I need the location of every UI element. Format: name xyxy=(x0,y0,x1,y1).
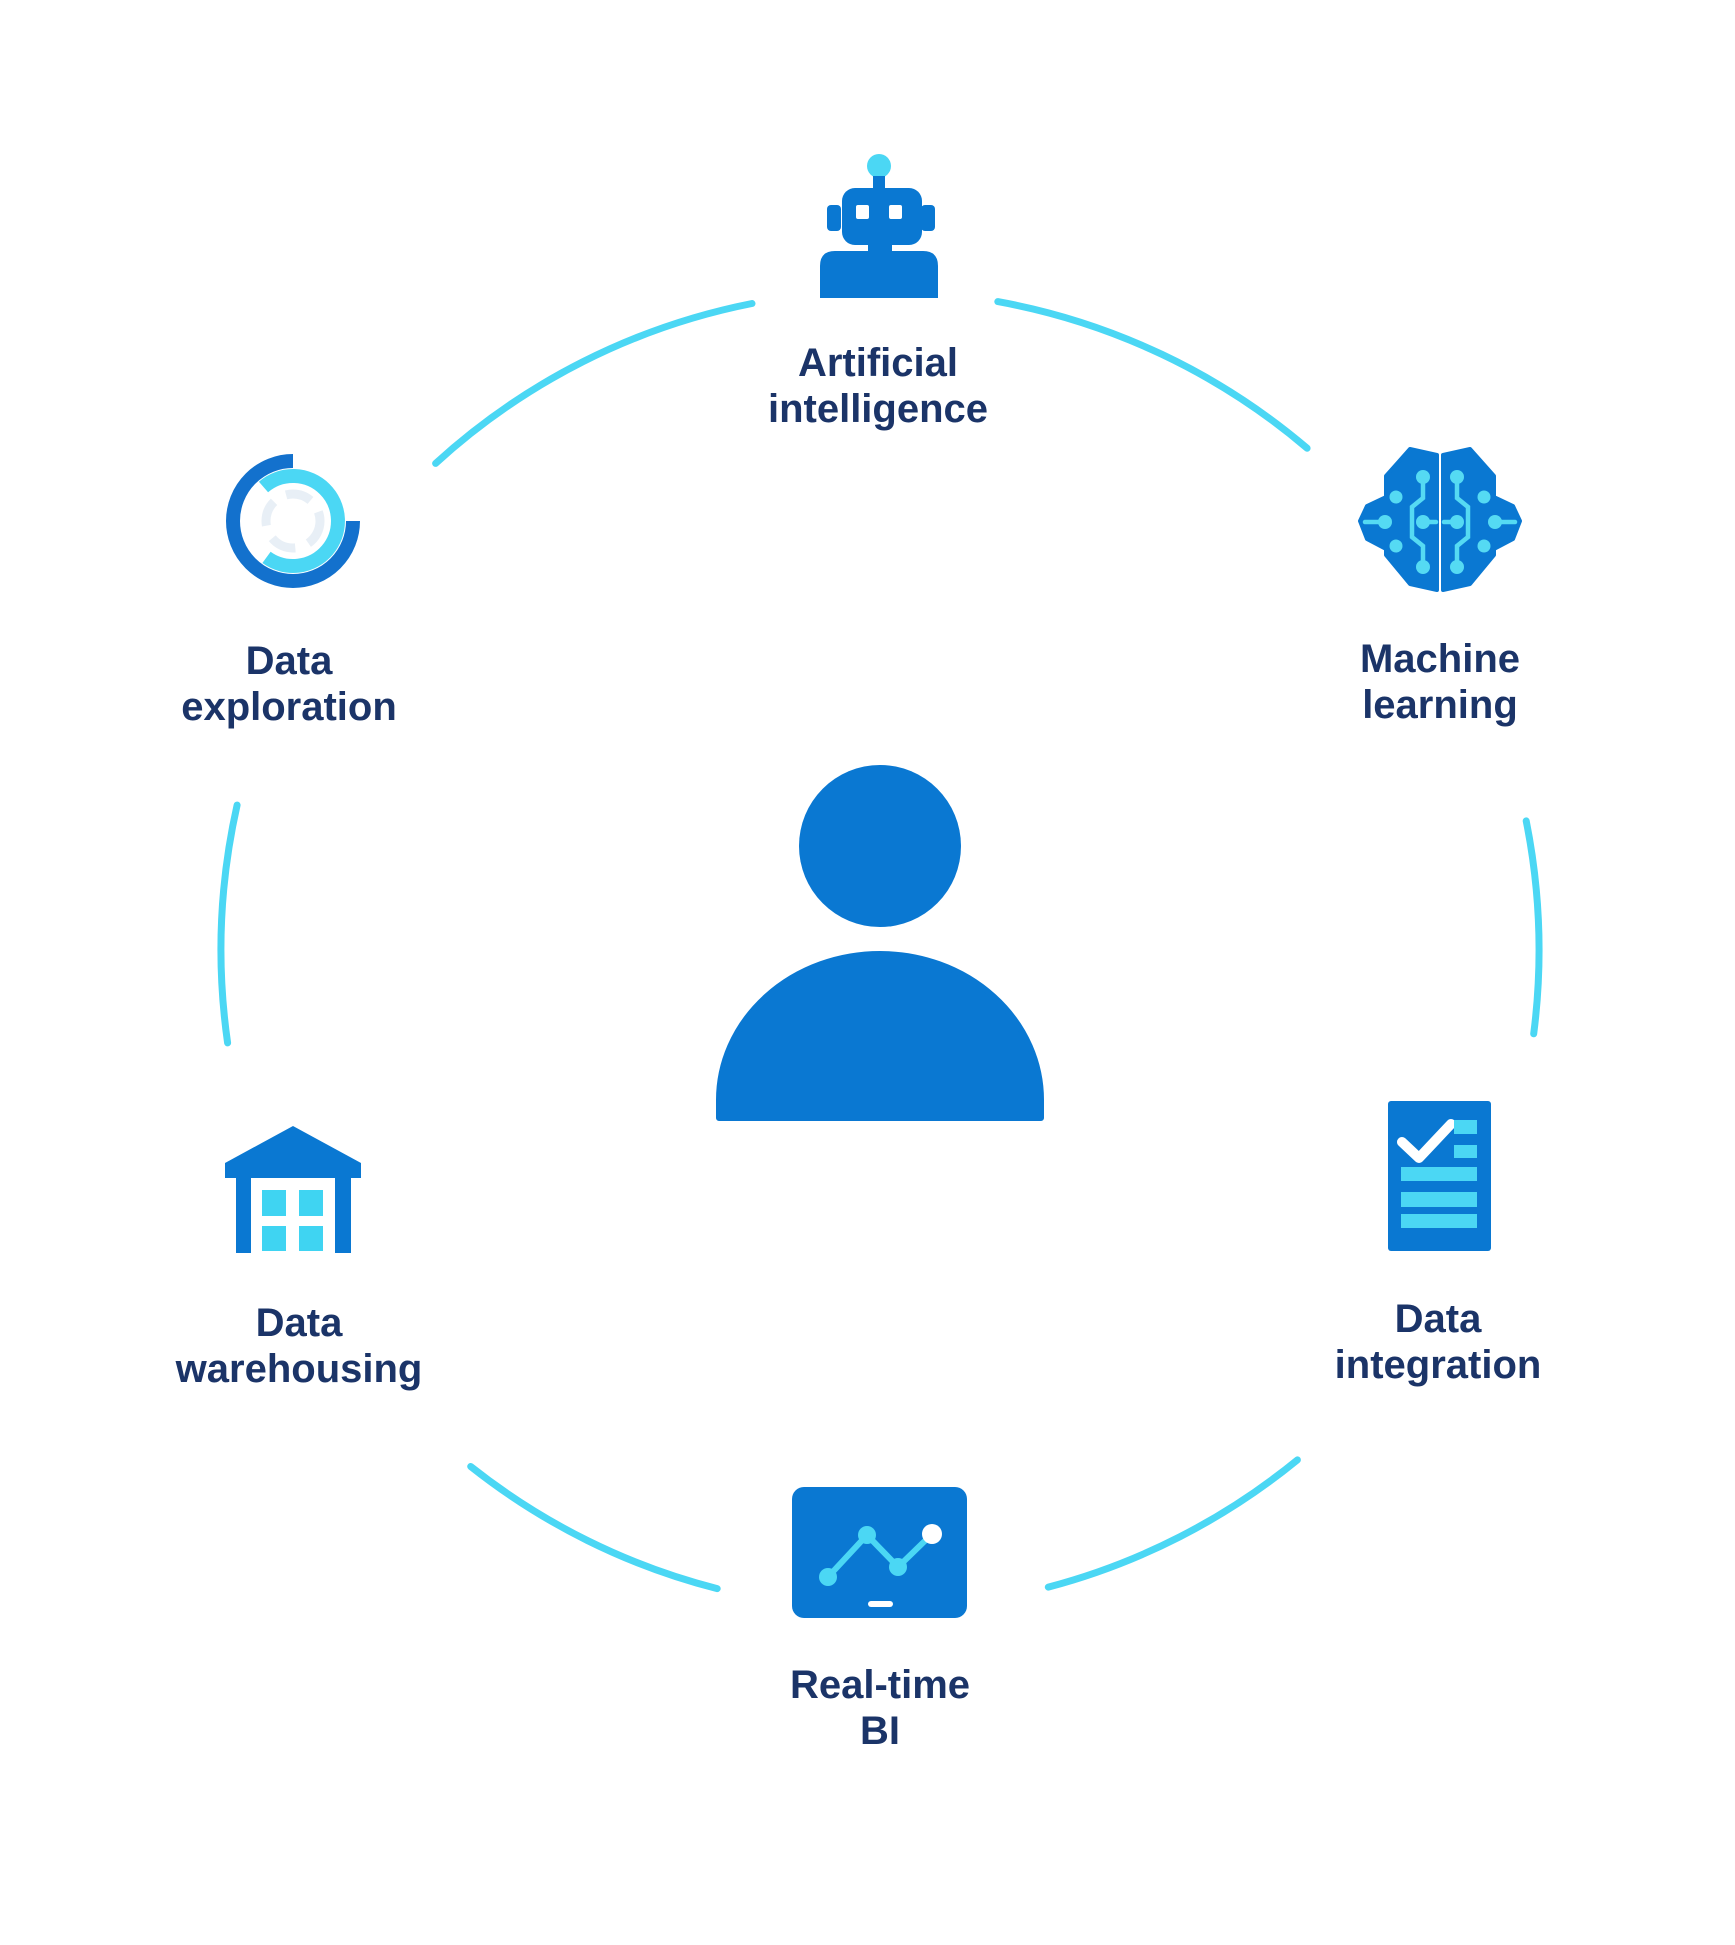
connector-arc-top-right xyxy=(994,298,1311,452)
brain-circuit-nodes xyxy=(1378,470,1502,574)
robot-eye-right xyxy=(889,205,902,219)
data-point-highlight xyxy=(922,1524,942,1544)
brain-right-lobe xyxy=(1441,447,1522,592)
warehouse-icon xyxy=(225,1126,361,1253)
dashboard-chart-icon xyxy=(792,1487,967,1618)
document-lines xyxy=(1401,1120,1477,1228)
label-line: Data xyxy=(255,1301,343,1345)
checklist-document-icon xyxy=(1388,1101,1491,1251)
label-line: Data xyxy=(245,639,333,683)
label-artificial-intelligence: Artificial intelligence xyxy=(768,340,988,432)
label-line: BI xyxy=(860,1709,900,1753)
label-line: Machine xyxy=(1359,637,1521,681)
connector-ring xyxy=(217,298,1543,1593)
robot-head xyxy=(842,188,922,245)
person-head xyxy=(799,765,961,927)
brain-left-lobe xyxy=(1358,447,1439,592)
label-line: warehousing xyxy=(175,1347,423,1391)
connector-arc-bottom-left xyxy=(467,1463,721,1593)
donut-chart-icon xyxy=(226,454,360,588)
monitor-stand-dash xyxy=(868,1601,893,1607)
robot-body xyxy=(820,251,938,298)
robot-eye-left xyxy=(856,205,869,219)
label-data-warehousing: Data warehousing xyxy=(176,1300,423,1392)
label-line: Data xyxy=(1394,1297,1482,1341)
robot-ear-left xyxy=(827,205,841,231)
donut-inner-ring xyxy=(261,489,325,553)
data-point xyxy=(819,1568,837,1586)
warehouse-windows xyxy=(262,1190,323,1251)
label-machine-learning: Machine learning xyxy=(1360,636,1520,728)
person-icon xyxy=(716,765,1044,1121)
checkmark xyxy=(1397,1119,1456,1163)
connector-arc-bottom-right xyxy=(1044,1456,1301,1591)
data-point xyxy=(889,1558,907,1576)
label-line: Artificial xyxy=(797,341,959,385)
donut-outer-arc xyxy=(226,454,360,588)
connector-arc-right xyxy=(1522,817,1543,1038)
label-line: intelligence xyxy=(767,387,989,431)
warehouse-roof xyxy=(225,1126,361,1178)
data-point xyxy=(858,1526,876,1544)
robot-icon xyxy=(820,154,938,298)
person-body xyxy=(716,951,1044,1121)
label-line: integration xyxy=(1334,1343,1542,1387)
label-line: exploration xyxy=(181,685,397,729)
warehouse-wall-left xyxy=(236,1178,251,1253)
robot-ear-right xyxy=(921,205,935,231)
label-data-integration: Data integration xyxy=(1335,1296,1542,1388)
brain-circuit-icon xyxy=(1358,447,1522,592)
donut-middle-arc xyxy=(258,469,345,573)
label-real-time-bi: Real-time BI xyxy=(790,1662,970,1754)
connector-arc-left xyxy=(217,801,241,1047)
robot-antenna-ball xyxy=(867,154,891,178)
trend-line xyxy=(825,1530,935,1580)
label-line: learning xyxy=(1362,683,1518,727)
label-line: Real-time xyxy=(789,1663,971,1707)
label-data-exploration: Data exploration xyxy=(181,638,397,730)
warehouse-wall-right xyxy=(335,1178,351,1253)
monitor-screen xyxy=(792,1487,967,1618)
connector-arc-top-left xyxy=(432,300,756,467)
